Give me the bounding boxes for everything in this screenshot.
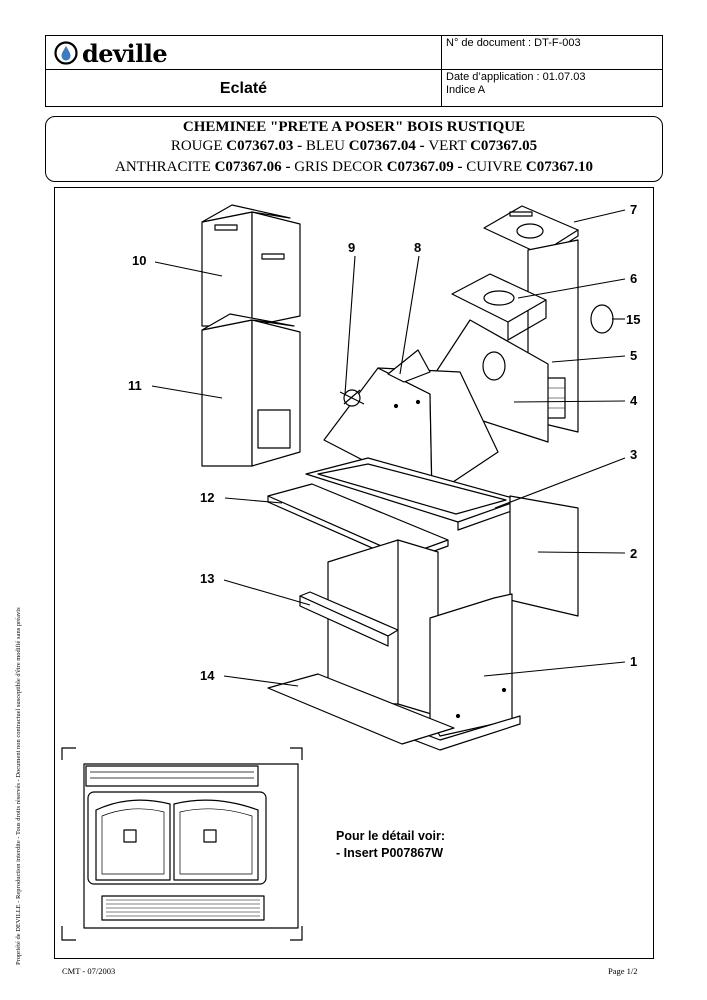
legal-side-text: Propriété de DEVILLE - Reproduction inte… bbox=[15, 607, 22, 965]
callout-7: 7 bbox=[630, 202, 638, 217]
variant-segment: C07367.06 bbox=[214, 159, 282, 175]
part-7-top-plate bbox=[483, 205, 579, 261]
variant-segment: - bbox=[293, 138, 306, 154]
variant-segment: C07367.05 bbox=[470, 138, 538, 154]
callout-2: 2 bbox=[630, 546, 638, 561]
page-title: Eclaté bbox=[219, 80, 268, 97]
part-2-side-cladding bbox=[509, 495, 579, 617]
product-variants-line-1: ROUGE C07367.03 - BLEU C07367.04 - VERT … bbox=[46, 136, 662, 157]
document-number: N° de document : DT-F-003 bbox=[446, 37, 581, 49]
variant-segment: ANTHRACITE bbox=[115, 159, 215, 175]
leader-lines bbox=[151, 209, 626, 687]
variant-segment: BLEU bbox=[305, 138, 349, 154]
part-15-cover-disc bbox=[590, 304, 614, 334]
deville-logo: deville bbox=[54, 38, 168, 68]
part-13-bar bbox=[299, 591, 399, 647]
callout-15: 15 bbox=[626, 312, 641, 327]
variant-segment: ROUGE bbox=[170, 138, 227, 154]
part-9-valve bbox=[339, 389, 365, 407]
footer-page-number: Page 1/2 bbox=[608, 966, 638, 976]
variant-segment: C07367.09 bbox=[386, 159, 454, 175]
header-divider-horizontal bbox=[46, 69, 662, 70]
callout-9: 9 bbox=[348, 240, 356, 255]
product-name: CHEMINEE "PRETE A POSER" BOIS RUSTIQUE bbox=[182, 119, 526, 135]
note-line-2: - Insert P007867W bbox=[336, 846, 443, 860]
variant-segment: GRIS DECOR bbox=[294, 159, 387, 175]
callout-3: 3 bbox=[630, 447, 638, 462]
callout-11: 11 bbox=[128, 378, 142, 393]
drop-logo-icon bbox=[54, 41, 78, 65]
variant-segment: CUIVRE bbox=[466, 159, 526, 175]
exploded-view-frame bbox=[54, 187, 654, 959]
variant-segment: - bbox=[415, 138, 429, 154]
callout-4: 4 bbox=[630, 393, 638, 408]
callout-14: 14 bbox=[200, 668, 215, 683]
insert-illustration bbox=[61, 747, 303, 941]
variant-segment: - bbox=[281, 159, 295, 175]
footer-revision: CMT - 07/2003 bbox=[62, 966, 116, 976]
document-header: deville N° de document : DT-F-003 Eclaté… bbox=[45, 35, 663, 107]
callout-8: 8 bbox=[414, 240, 422, 255]
logo-text: deville bbox=[82, 38, 168, 68]
header-divider-vertical bbox=[441, 36, 442, 106]
callout-6: 6 bbox=[630, 271, 638, 286]
part-6-plate bbox=[451, 273, 547, 341]
variant-segment: C07367.03 bbox=[226, 138, 294, 154]
part-14-base-plate bbox=[267, 673, 455, 745]
callout-5: 5 bbox=[630, 348, 638, 363]
variant-segment: C07367.10 bbox=[525, 159, 593, 175]
note-line-1: Pour le détail voir: bbox=[336, 829, 446, 843]
variant-segment: VERT bbox=[428, 138, 471, 154]
date-block: Date d’application : 01.07.03 Indice A bbox=[446, 71, 585, 97]
callout-12: 12 bbox=[200, 490, 215, 505]
variant-segment: - bbox=[453, 159, 467, 175]
callout-1: 1 bbox=[630, 654, 638, 669]
callout-10: 10 bbox=[132, 253, 147, 268]
revision-index: Indice A bbox=[446, 84, 486, 96]
detail-reference-note: Pour le détail voir: - Insert P007867W bbox=[336, 828, 445, 862]
product-variants-line-2: ANTHRACITE C07367.06 - GRIS DECOR C07367… bbox=[46, 157, 662, 178]
product-title-box: CHEMINEE "PRETE A POSER" BOIS RUSTIQUE R… bbox=[45, 116, 663, 182]
part-10-upper-cladding bbox=[201, 204, 301, 327]
part-11-lower-cladding bbox=[201, 313, 301, 467]
callout-13: 13 bbox=[200, 571, 215, 586]
date-application: Date d’application : 01.07.03 bbox=[446, 71, 586, 83]
variant-segment: C07367.04 bbox=[348, 138, 416, 154]
